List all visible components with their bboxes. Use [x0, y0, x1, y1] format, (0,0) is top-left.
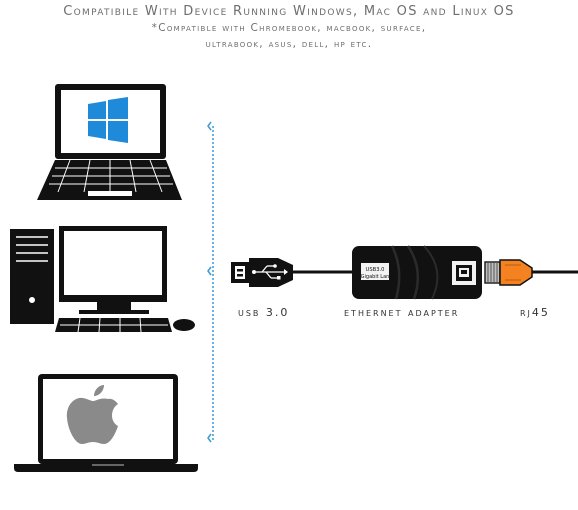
rj45-plug — [484, 259, 533, 286]
apple-logo-icon — [66, 385, 118, 444]
macbook — [14, 374, 198, 472]
ethernet-adapter: USB3.0 Gigabit Lan — [352, 245, 482, 300]
usb-symbol-icon — [254, 265, 284, 279]
windows-laptop — [37, 84, 182, 200]
compatibility-bracket — [207, 121, 214, 443]
ethernet-port-icon — [456, 265, 472, 281]
rj45-label: rj45 — [520, 306, 550, 319]
adapter-label: ethernet adapter — [344, 306, 460, 319]
usb-label: usb 3.0 — [238, 306, 290, 319]
header-title: Compatibile With Device Running Windows,… — [63, 4, 515, 19]
adapter-label-line2: Gigabit Lan — [361, 274, 390, 280]
header-subtitle-line1: *Compatible with Chromebook, macbook, su… — [151, 22, 427, 34]
windows-logo-icon — [88, 97, 128, 143]
adapter-label-line1: USB3.0 — [366, 267, 385, 273]
usb-connector — [231, 258, 293, 287]
header-subtitle-line2: ultrabook, asus, dell, hp etc. — [205, 38, 373, 50]
desktop-computer — [10, 226, 195, 333]
